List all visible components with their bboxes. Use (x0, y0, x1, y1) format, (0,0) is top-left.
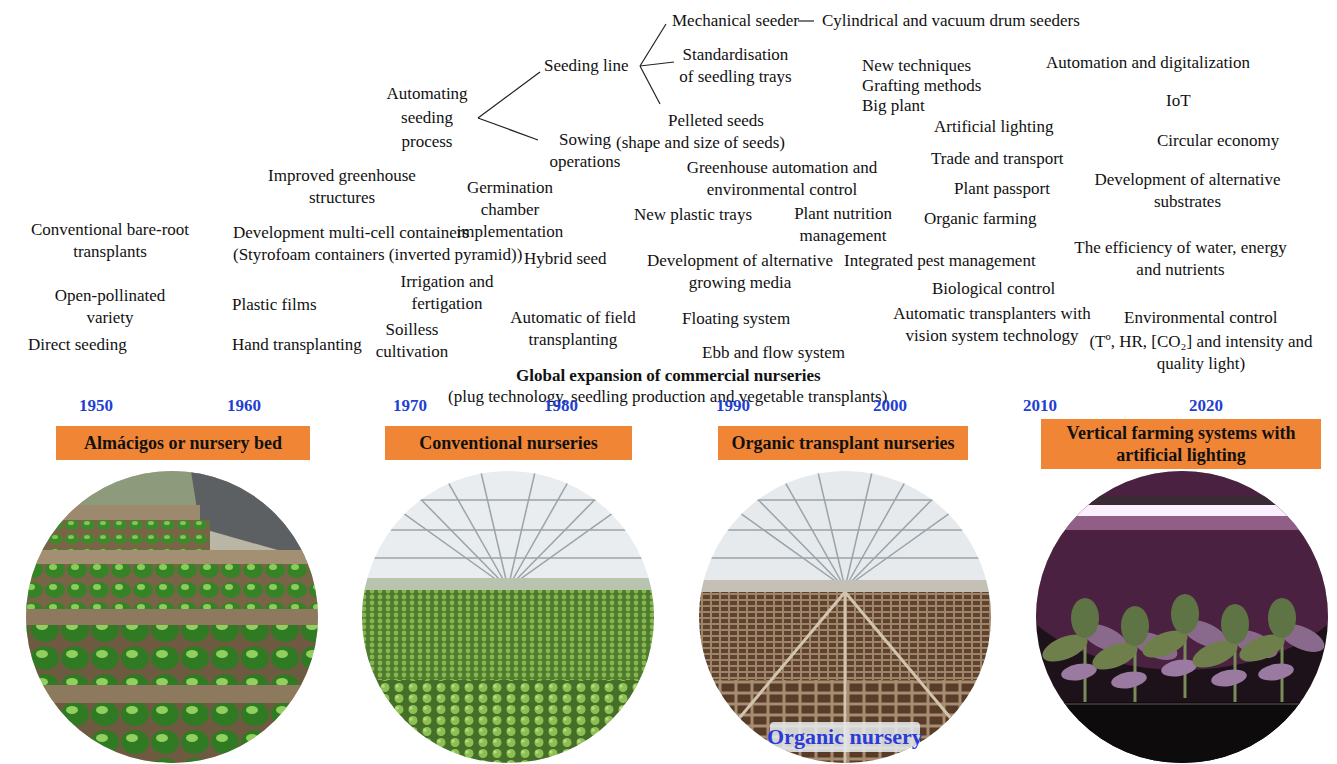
innovation-label: Big plant (862, 96, 925, 116)
innovation-label: Trade and transport (931, 148, 1064, 170)
era-title: Organic transplant nurseries (726, 432, 960, 454)
era-title: Conventional nurseries (393, 432, 624, 454)
year-label: 1960 (227, 396, 261, 416)
year-label: 2010 (1023, 396, 1057, 416)
innovation-label: Automation and digitalization (1046, 52, 1250, 74)
year-label: 1950 (79, 396, 113, 416)
innovation-label: Hybrid seed (524, 248, 607, 270)
innovation-label: New plastic trays (634, 204, 752, 226)
tree-term: Mechanical seeder (672, 10, 799, 32)
innovation-label: Integrated pest management (844, 250, 1036, 272)
innovation-label: (Styrofoam containers (inverted pyramid)… (233, 244, 522, 266)
innovation-label: The efficiency of water, energy and nutr… (1063, 237, 1298, 281)
year-label: 1980 (544, 396, 578, 416)
tree-term: Cylindrical and vacuum drum seeders (822, 10, 1080, 32)
innovation-label: Germination chamber implementation (454, 177, 566, 243)
year-label: 1990 (716, 396, 750, 416)
innovation-label: Plant passport (954, 178, 1050, 200)
innovation-label: Soilless cultivation (367, 319, 457, 363)
innovation-label: Hand transplanting (232, 334, 362, 356)
tree-term: Pelleted seeds (668, 110, 764, 132)
innovation-label: Development of alternative substrates (1080, 169, 1295, 213)
innovation-label: Development multi-cell containers (233, 222, 469, 244)
photo-caption: Organic nursery (767, 724, 923, 750)
era-box: Organic transplant nurseries (718, 426, 968, 460)
innovation-label: Direct seeding (28, 334, 127, 356)
innovation-label: Floating system (682, 308, 790, 330)
innovation-label: New techniques (862, 56, 971, 76)
innovation-label: (Tº, HR, [CO₂] and intensity and quality… (1070, 331, 1332, 375)
tree-term: (shape and size of seeds) (616, 132, 785, 154)
innovation-label: Conventional bare-root transplants (15, 219, 205, 263)
innovation-label: Plastic films (232, 294, 317, 316)
innovation-label: Open-pollinated variety (45, 285, 175, 329)
era-box: Conventional nurseries (385, 426, 632, 460)
innovation-label: Biological control (932, 278, 1055, 300)
year-label: 2000 (873, 396, 907, 416)
innovation-label: Irrigation and fertigation (387, 271, 507, 315)
tree-term: Automating seeding process (382, 82, 472, 154)
innovation-label: Greenhouse automation and environmental … (677, 157, 887, 201)
innovation-label: Automatic of field transplanting (498, 307, 648, 351)
innovation-label: Ebb and flow system (702, 342, 845, 364)
era-box: Vertical farming systems with artificial… (1041, 419, 1321, 469)
innovation-label: Improved greenhouse structures (262, 165, 422, 209)
tree-term: Standardisation of seedling trays (678, 44, 793, 88)
tree-term: Seeding line (544, 55, 629, 77)
timeline-subheading: (plug technology, seedling production an… (448, 386, 887, 408)
year-label: 1970 (393, 396, 427, 416)
year-label: 2020 (1189, 396, 1223, 416)
innovation-label: Automatic transplanters with vision syst… (872, 303, 1112, 347)
innovation-label: Grafting methods (862, 76, 981, 96)
innovation-label: Circular economy (1157, 130, 1279, 152)
era-title: Almácigos or nursery bed (64, 432, 302, 454)
innovation-label: Development of alternative growing media (645, 250, 835, 294)
era-title: Vertical farming systems with artificial… (1049, 422, 1313, 466)
innovation-label: Artificial lighting (934, 116, 1053, 138)
innovation-label: IoT (1166, 90, 1191, 112)
innovation-label: Environmental control (1124, 307, 1277, 329)
innovation-label: Plant nutrition management (778, 203, 908, 247)
timeline-heading: Global expansion of commercial nurseries (516, 365, 821, 387)
era-box: Almácigos or nursery bed (56, 426, 310, 460)
innovation-label: Organic farming (924, 208, 1037, 230)
